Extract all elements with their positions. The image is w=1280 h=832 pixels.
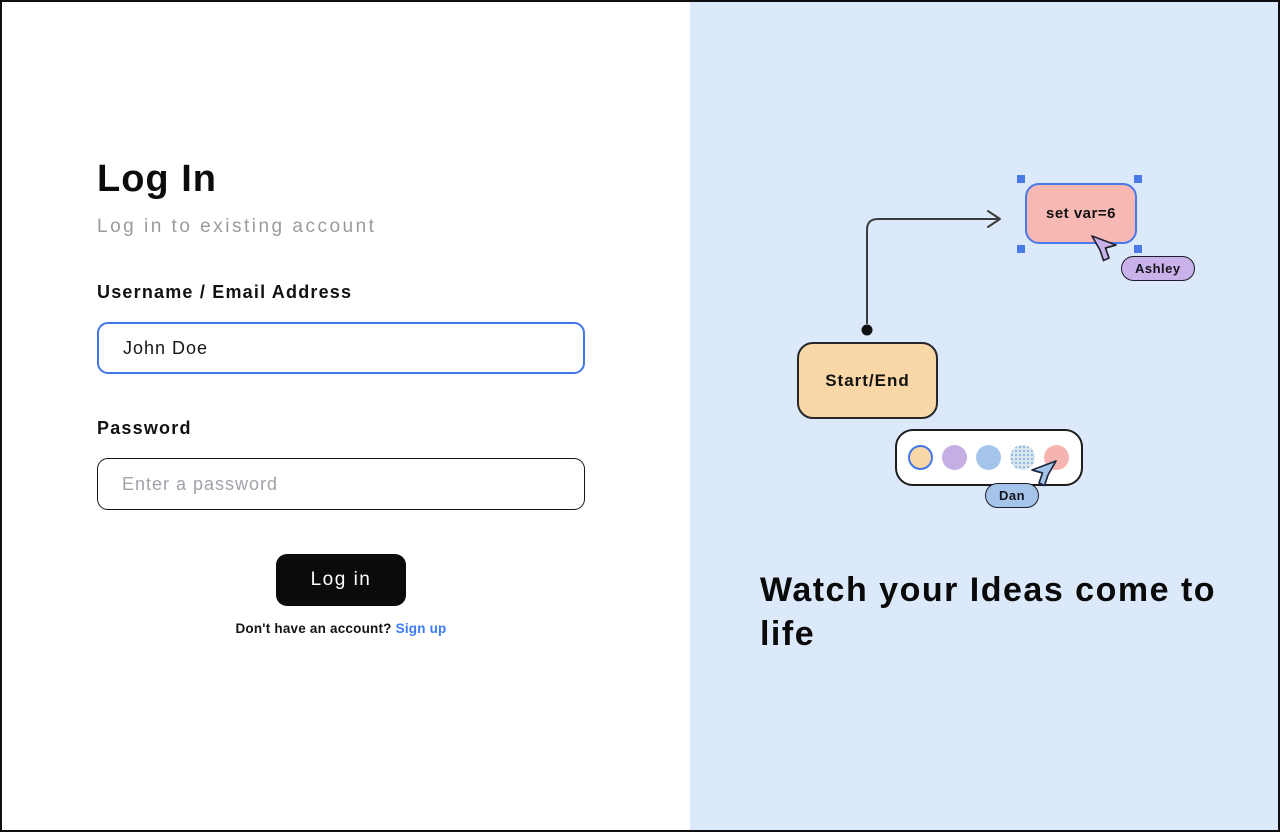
page-title: Log In: [97, 158, 217, 200]
selection-handle: [1016, 175, 1025, 183]
swatch-dotted-blue: [1010, 445, 1036, 470]
flow-node-set-var: set var=6: [1024, 183, 1137, 244]
swatch-blue: [976, 445, 1002, 470]
page-subtitle: Log in to existing account: [97, 216, 377, 237]
hero-panel: set var=6 Ashley Start/End Dan Watch you…: [689, 2, 1278, 830]
swatch-purple: [942, 445, 968, 470]
dan-cursor-icon: [1031, 460, 1057, 487]
login-button[interactable]: Log in: [276, 554, 406, 606]
hero-headline: Watch your Ideas come to life: [759, 571, 1217, 653]
selection-handle: [1133, 175, 1142, 183]
password-label: Password: [97, 418, 192, 438]
flow-node-start-end: Start/End: [796, 342, 938, 419]
selection-handle: [1133, 245, 1142, 253]
flow-connector-line: [861, 210, 1001, 336]
dan-cursor-label: Dan: [984, 483, 1040, 508]
login-form: Log In Log in to existing account Userna…: [97, 159, 585, 636]
signup-prompt: Don't have an account?: [235, 621, 392, 636]
signup-row: Don't have an account?Sign up: [97, 621, 585, 636]
username-label: Username / Email Address: [97, 282, 353, 302]
sign-up-link[interactable]: Sign up: [395, 621, 447, 636]
login-panel: Log In Log in to existing account Userna…: [2, 2, 690, 830]
ashley-cursor-label: Ashley: [1120, 256, 1195, 281]
color-palette-toolbar: [894, 429, 1083, 486]
password-input[interactable]: [97, 458, 585, 510]
username-input[interactable]: [97, 322, 585, 374]
swatch-orange-selected: [908, 445, 934, 470]
ashley-cursor-icon: [1091, 235, 1117, 262]
selection-handle: [1016, 245, 1025, 253]
